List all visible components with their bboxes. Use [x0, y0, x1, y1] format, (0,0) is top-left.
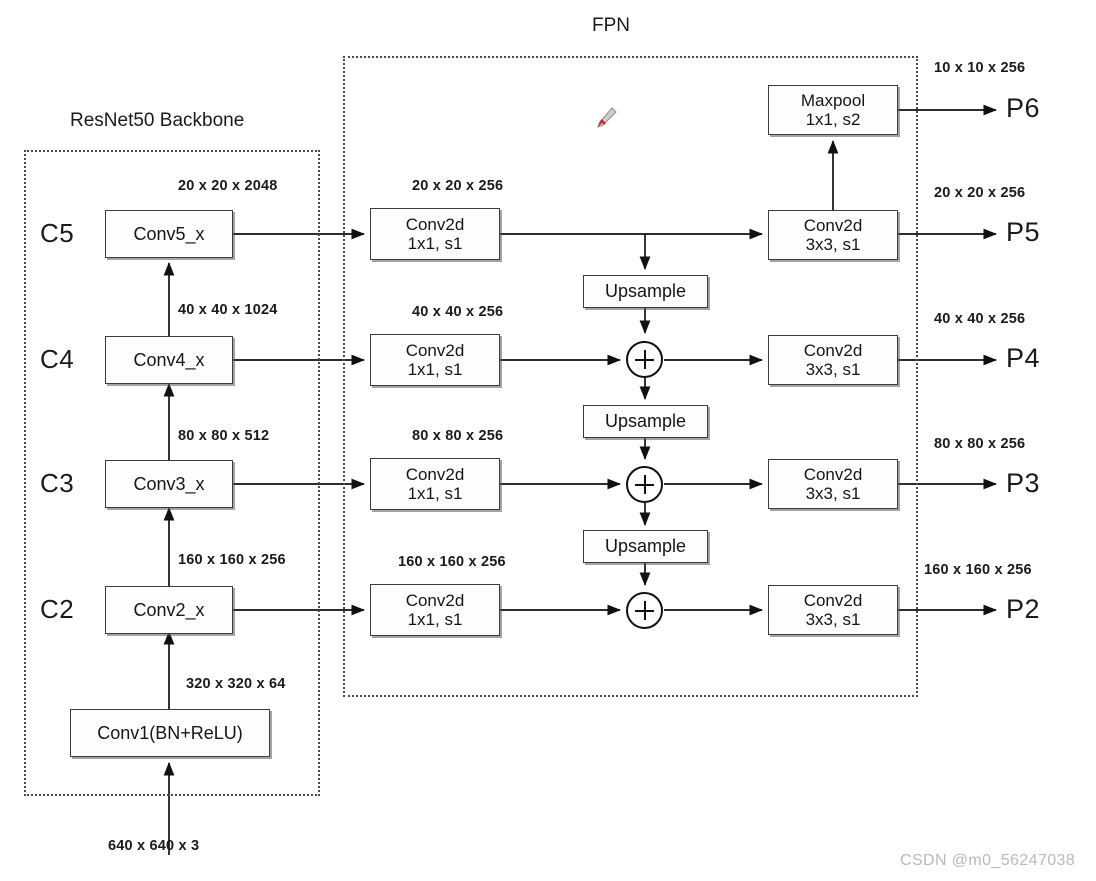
- fpn-output-conv-p4-line2: 3x3, s1: [805, 360, 861, 379]
- fpn-output-conv-p2-line2: 3x3, s1: [805, 610, 861, 629]
- fpn-upsample-2-label: Upsample: [604, 411, 687, 432]
- dim-network-input: 640 x 640 x 3: [108, 838, 200, 854]
- fpn-maxpool-p6[interactable]: Maxpool 1x1, s2: [768, 85, 898, 135]
- stage-label-c3: C3: [40, 468, 75, 498]
- fpn-add-node-p3: [626, 466, 663, 503]
- fpn-lateral-conv-p3-line2: 1x1, s1: [407, 484, 463, 503]
- fpn-output-conv-p5[interactable]: Conv2d 3x3, s1: [768, 210, 898, 260]
- dim-stem-out: 320 x 320 x 64: [186, 676, 286, 692]
- dim-lateral-p5: 20 x 20 x 256: [412, 178, 504, 194]
- fpn-lateral-conv-p2-line2: 1x1, s1: [407, 610, 463, 629]
- fpn-output-conv-p4[interactable]: Conv2d 3x3, s1: [768, 335, 898, 385]
- output-label-p6: P6: [1006, 93, 1041, 123]
- fpn-lateral-conv-p2[interactable]: Conv2d 1x1, s1: [370, 584, 500, 636]
- fpn-output-conv-p3-line2: 3x3, s1: [805, 484, 861, 503]
- dim-c5-out: 20 x 20 x 2048: [178, 178, 278, 194]
- dim-output-p3: 80 x 80 x 256: [934, 436, 1026, 452]
- dim-lateral-p2: 160 x 160 x 256: [398, 554, 506, 570]
- fpn-lateral-conv-p2-line1: Conv2d: [405, 590, 465, 610]
- fpn-maxpool-p6-line2: 1x1, s2: [805, 110, 861, 129]
- fpn-add-node-p2: [626, 592, 663, 629]
- dim-output-p4: 40 x 40 x 256: [934, 311, 1026, 327]
- fpn-output-conv-p2[interactable]: Conv2d 3x3, s1: [768, 585, 898, 635]
- backbone-block-conv4[interactable]: Conv4_x: [105, 336, 233, 384]
- backbone-block-conv2-label: Conv2_x: [133, 599, 205, 620]
- fpn-upsample-2[interactable]: Upsample: [583, 405, 708, 438]
- stage-label-c5: C5: [40, 218, 75, 248]
- fpn-upsample-3[interactable]: Upsample: [583, 530, 708, 563]
- dim-lateral-p3: 80 x 80 x 256: [412, 428, 504, 444]
- fpn-upsample-3-label: Upsample: [604, 536, 687, 557]
- backbone-title: ResNet50 Backbone: [70, 110, 245, 131]
- fpn-output-conv-p4-line1: Conv2d: [803, 340, 863, 360]
- backbone-group-box: [24, 150, 320, 796]
- fpn-group-box: [343, 56, 918, 697]
- fpn-lateral-conv-p3-line1: Conv2d: [405, 464, 465, 484]
- fpn-add-node-p4: [626, 341, 663, 378]
- output-label-p4: P4: [1006, 343, 1041, 373]
- backbone-block-conv1-label: Conv1(BN+ReLU): [97, 722, 243, 743]
- dim-lateral-p4: 40 x 40 x 256: [412, 304, 504, 320]
- fpn-output-conv-p5-line2: 3x3, s1: [805, 235, 861, 254]
- output-label-p5: P5: [1006, 217, 1041, 247]
- fpn-maxpool-p6-line1: Maxpool: [800, 90, 866, 110]
- fpn-upsample-1-label: Upsample: [604, 281, 687, 302]
- stage-label-c4: C4: [40, 344, 75, 374]
- output-label-p3: P3: [1006, 468, 1041, 498]
- fpn-output-conv-p3-line1: Conv2d: [803, 464, 863, 484]
- backbone-block-conv2[interactable]: Conv2_x: [105, 586, 233, 634]
- stage-label-c2: C2: [40, 594, 75, 624]
- output-label-p2: P2: [1006, 594, 1041, 624]
- dim-output-p2: 160 x 160 x 256: [924, 562, 1032, 578]
- fpn-lateral-conv-p4[interactable]: Conv2d 1x1, s1: [370, 334, 500, 386]
- fpn-output-conv-p5-line1: Conv2d: [803, 215, 863, 235]
- backbone-block-conv3-label: Conv3_x: [133, 473, 205, 494]
- dim-output-p6: 10 x 10 x 256: [934, 60, 1026, 76]
- fpn-lateral-conv-p5[interactable]: Conv2d 1x1, s1: [370, 208, 500, 260]
- fpn-lateral-conv-p4-line1: Conv2d: [405, 340, 465, 360]
- dim-c3-out: 80 x 80 x 512: [178, 428, 270, 444]
- backbone-block-conv3[interactable]: Conv3_x: [105, 460, 233, 508]
- fpn-lateral-conv-p5-line1: Conv2d: [405, 214, 465, 234]
- dim-c4-out: 40 x 40 x 1024: [178, 302, 278, 318]
- backbone-block-conv5-label: Conv5_x: [133, 223, 205, 244]
- fpn-output-conv-p3[interactable]: Conv2d 3x3, s1: [768, 459, 898, 509]
- fpn-output-conv-p2-line1: Conv2d: [803, 590, 863, 610]
- fpn-lateral-conv-p3[interactable]: Conv2d 1x1, s1: [370, 458, 500, 510]
- fpn-upsample-1[interactable]: Upsample: [583, 275, 708, 308]
- fpn-lateral-conv-p5-line2: 1x1, s1: [407, 234, 463, 253]
- csdn-watermark: CSDN @m0_56247038: [900, 852, 1076, 869]
- dim-output-p5: 20 x 20 x 256: [934, 185, 1026, 201]
- dim-c2-out: 160 x 160 x 256: [178, 552, 286, 568]
- fpn-lateral-conv-p4-line2: 1x1, s1: [407, 360, 463, 379]
- backbone-block-conv4-label: Conv4_x: [133, 349, 205, 370]
- fpn-title: FPN: [592, 15, 630, 36]
- backbone-block-conv1-stem[interactable]: Conv1(BN+ReLU): [70, 709, 270, 757]
- backbone-block-conv5[interactable]: Conv5_x: [105, 210, 233, 258]
